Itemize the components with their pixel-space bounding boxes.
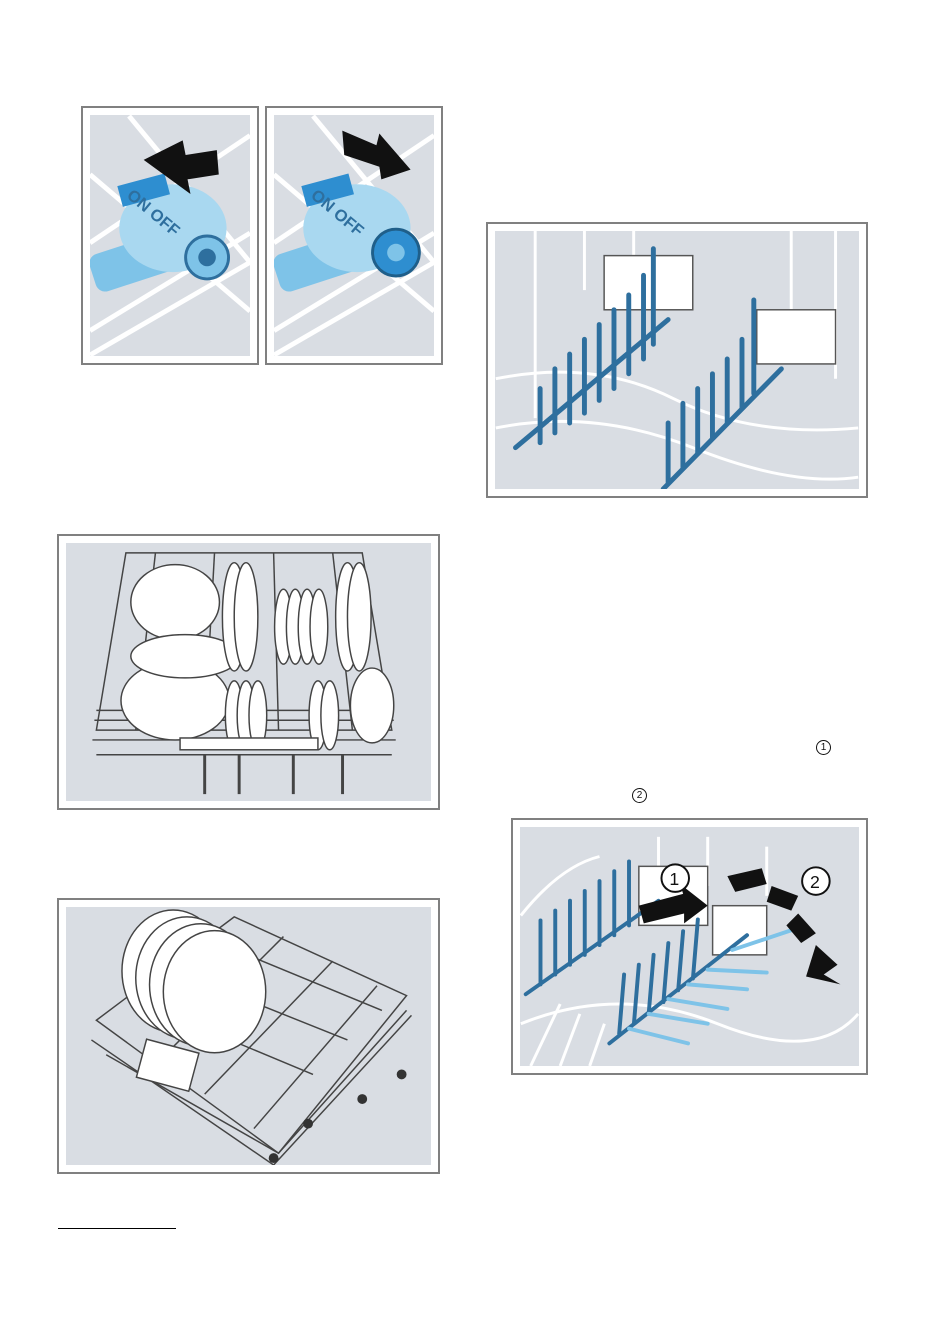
figure-lower-basket xyxy=(57,898,440,1174)
figure-upper-basket xyxy=(57,534,440,810)
lower-basket-illustration xyxy=(66,907,431,1165)
callout-step-1-icon: 1 xyxy=(816,740,831,755)
fold-tines-steps-illustration: 1 2 xyxy=(520,827,859,1066)
step-1-label: 1 xyxy=(669,869,679,889)
step-2-label: 2 xyxy=(810,872,820,892)
upper-basket-illustration xyxy=(66,543,431,801)
footnote-separator xyxy=(58,1228,176,1229)
figure-fold-tines-steps: 1 2 xyxy=(511,818,868,1075)
figure-valve-on: ON OFF xyxy=(81,106,259,365)
figure-valve-off: ON OFF xyxy=(265,106,443,365)
valve-on-illustration: ON OFF xyxy=(90,115,250,356)
callout-step-2-icon: 2 xyxy=(632,788,647,803)
valve-off-illustration: ON OFF xyxy=(274,115,434,356)
tines-detail-illustration xyxy=(495,231,859,489)
figure-tines-detail xyxy=(486,222,868,498)
